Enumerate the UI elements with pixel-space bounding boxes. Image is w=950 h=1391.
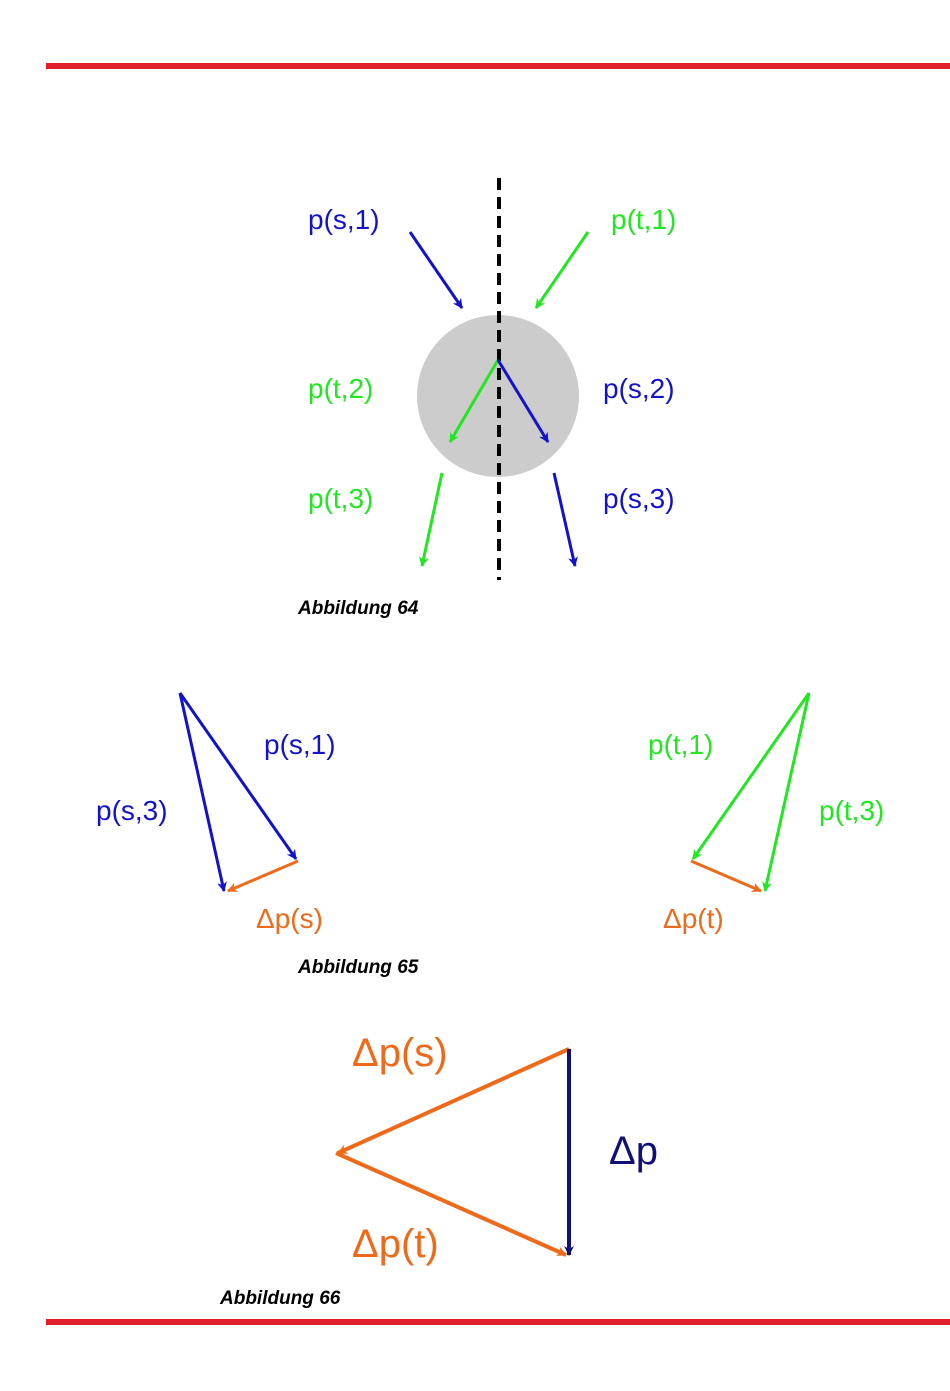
arrow-p-s3: [554, 473, 575, 566]
label-p-s3-vector: p(s,3): [96, 797, 168, 825]
caption-abbildung-64: Abbildung 64: [298, 599, 418, 618]
label-p-t3: p(t,3): [308, 485, 373, 513]
figure-64: [410, 178, 588, 580]
label-delta-ps-sum: Δp(s): [352, 1033, 448, 1073]
arrow-p-s1: [410, 232, 462, 308]
label-p-t1-vector: p(t,1): [648, 731, 713, 759]
label-p-s1-vector: p(s,1): [264, 731, 336, 759]
label-p-s1: p(s,1): [308, 206, 380, 234]
arrow-p-t3: [422, 473, 442, 566]
label-p-t1: p(t,1): [611, 206, 676, 234]
label-p-t2: p(t,2): [308, 375, 373, 403]
arrow-delta-pt-vector: [691, 861, 761, 891]
figure-65-left: [180, 693, 298, 891]
label-p-t3-vector: p(t,3): [819, 797, 884, 825]
label-delta-ps-vector: Δp(s): [256, 905, 323, 933]
arrow-p-t1: [536, 232, 588, 308]
caption-abbildung-65: Abbildung 65: [298, 958, 418, 977]
label-delta-p-total: Δp: [609, 1131, 658, 1171]
caption-abbildung-66: Abbildung 66: [220, 1289, 340, 1308]
figure-65-right: [691, 693, 809, 891]
label-p-s2: p(s,2): [603, 375, 675, 403]
label-delta-pt-vector: Δp(t): [663, 905, 724, 933]
label-p-s3: p(s,3): [603, 485, 675, 513]
label-delta-pt-sum: Δp(t): [352, 1224, 439, 1264]
arrow-delta-ps-vector: [228, 861, 298, 891]
